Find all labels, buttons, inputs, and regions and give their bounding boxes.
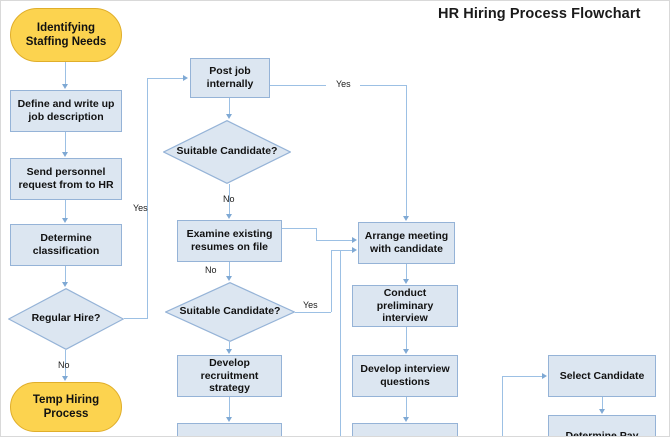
node-label: Develop recruitment strategy xyxy=(200,356,259,395)
arrowhead-conductinterview xyxy=(402,417,409,422)
connector-postjob-yes-h1 xyxy=(270,85,326,86)
connector-send-determine xyxy=(65,200,66,218)
arrowhead-regular xyxy=(61,282,68,287)
node-conduct-interview[interactable]: Conduct interview xyxy=(352,423,458,437)
decision-suitable-candidate-1[interactable]: Suitable Candidate? xyxy=(163,120,291,184)
node-examine-existing-resumes[interactable]: Examine existing resumes on file xyxy=(177,220,282,262)
diamond-shape-icon xyxy=(8,288,124,350)
arrowhead-send xyxy=(61,152,68,157)
connector-select-feed-h xyxy=(502,376,542,377)
node-label: Define and write up job description xyxy=(17,98,115,123)
arrowhead-suitable1 xyxy=(225,114,232,119)
decision-suitable-candidate-2[interactable]: Suitable Candidate? xyxy=(165,282,295,342)
node-select-candidate[interactable]: Select Candidate xyxy=(548,355,656,397)
connector-examine-suitable2 xyxy=(229,262,230,276)
arrowhead-prelim xyxy=(402,279,409,284)
connector-select-pay xyxy=(602,397,603,409)
edge-label-yes-postjob: Yes xyxy=(336,79,351,89)
node-define-job-description[interactable]: Define and write up job description xyxy=(10,90,122,132)
page-title: HR Hiring Process Flowchart xyxy=(438,6,641,22)
arrowhead-arrange-left-lower xyxy=(352,246,357,253)
connector-examine-right-v xyxy=(316,228,317,240)
arrowhead-temp xyxy=(61,376,68,381)
node-identifying-staffing-needs[interactable]: Identifying Staffing Needs xyxy=(10,8,122,62)
node-label: Examine existing resumes on file xyxy=(186,228,273,253)
connector-regular-yes-h1 xyxy=(124,318,148,319)
node-label: Determine Pay xyxy=(565,429,639,437)
decision-label: Regular Hire? xyxy=(31,312,101,325)
connector-devrecruit-placeads xyxy=(229,397,230,417)
edge-label-no-suitable1: No xyxy=(223,194,235,204)
edge-label-yes-suitable2: Yes xyxy=(303,300,318,310)
connector-examine-right-h2 xyxy=(316,240,352,241)
connector-return-left-v xyxy=(340,250,341,437)
connector-regular-no-temp xyxy=(65,350,66,376)
node-arrange-meeting-with-candidate[interactable]: Arrange meeting with candidate xyxy=(358,222,455,264)
edge-label-no-examine: No xyxy=(205,265,217,275)
node-label: Develop interview questions xyxy=(360,363,450,388)
arrowhead-arrange-left-upper xyxy=(352,236,357,243)
node-label: Post job internally xyxy=(206,65,254,90)
node-determine-classification[interactable]: Determine classification xyxy=(10,224,122,266)
node-label: Identifying Staffing Needs xyxy=(25,21,107,48)
decision-label: Suitable Candidate? xyxy=(179,305,281,318)
arrowhead-define xyxy=(61,84,68,89)
node-develop-recruitment-strategy[interactable]: Develop recruitment strategy xyxy=(177,355,282,397)
connector-examine-right-h xyxy=(282,228,316,229)
decision-label: Suitable Candidate? xyxy=(176,145,278,158)
node-place-ads[interactable]: Place Ads xyxy=(177,423,282,437)
arrowhead-postjob-left xyxy=(183,74,188,81)
arrowhead-select-left xyxy=(542,372,547,379)
arrowhead-devrecruit xyxy=(225,349,232,354)
connector-suitable1-no-examine xyxy=(229,184,230,214)
node-post-job-internally[interactable]: Post job internally xyxy=(190,58,270,98)
node-conduct-preliminary-interview[interactable]: Conduct preliminary interview xyxy=(352,285,458,327)
arrowhead-examine xyxy=(225,214,232,219)
connector-suitable2-no-devrecruit xyxy=(229,342,230,349)
diamond-shape-icon xyxy=(165,282,295,342)
connector-identify-define xyxy=(65,62,66,84)
connector-suitable2-yes-h2 xyxy=(331,250,352,251)
connector-regular-yes-h2 xyxy=(147,78,183,79)
connector-suitable2-yes-v xyxy=(331,250,332,312)
connector-postjob-suitable1 xyxy=(229,98,230,114)
node-determine-pay[interactable]: Determine Pay xyxy=(548,415,656,437)
arrowhead-determine xyxy=(61,218,68,223)
connector-regular-yes-v xyxy=(147,78,148,319)
node-label: Send personnel request from to HR xyxy=(18,166,114,191)
diamond-shape-icon xyxy=(163,120,291,184)
arrowhead-suitable2 xyxy=(225,276,232,281)
connector-arrange-prelim xyxy=(406,264,407,279)
arrowhead-placeads xyxy=(225,417,232,422)
node-label: Temp Hiring Process xyxy=(32,393,100,420)
node-temp-hiring-process[interactable]: Temp Hiring Process xyxy=(10,382,122,432)
node-label: Conduct preliminary interview xyxy=(376,286,434,325)
connector-determine-regular xyxy=(65,266,66,282)
connector-devquestions-conductinterview xyxy=(406,397,407,417)
connector-postjob-yes-h2 xyxy=(360,85,406,86)
connector-suitable2-yes-h1 xyxy=(295,312,331,313)
connector-postjob-yes-v xyxy=(406,85,407,216)
arrowhead-pay xyxy=(598,409,605,414)
arrowhead-devquestions xyxy=(402,349,409,354)
node-send-personnel-request[interactable]: Send personnel request from to HR xyxy=(10,158,122,200)
decision-regular-hire[interactable]: Regular Hire? xyxy=(8,288,124,350)
connector-prelim-devquestions xyxy=(406,327,407,349)
edge-label-no-regular: No xyxy=(58,360,70,370)
node-label: Arrange meeting with candidate xyxy=(364,230,449,255)
connector-select-feed-v xyxy=(502,376,503,437)
node-develop-interview-questions[interactable]: Develop interview questions xyxy=(352,355,458,397)
arrowhead-arrange-top xyxy=(402,216,409,221)
node-label: Determine classification xyxy=(32,232,100,257)
edge-label-yes-regular: Yes xyxy=(133,203,148,213)
connector-define-send xyxy=(65,132,66,152)
node-label: Select Candidate xyxy=(559,369,645,382)
